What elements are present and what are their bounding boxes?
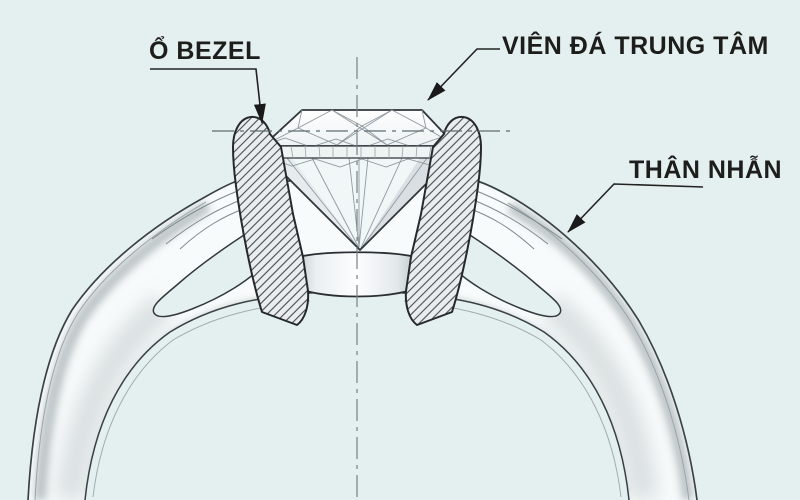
leader-bezel	[150, 68, 266, 124]
leader-center-stone	[427, 48, 500, 101]
leader-shank	[567, 183, 704, 233]
band-outer-contour-line	[507, 202, 690, 500]
shoulder-contour-lines	[151, 189, 563, 250]
pavilion-facet-lines	[267, 157, 453, 251]
bezel-wall-right	[404, 115, 482, 326]
bezel-label: Ổ BEZEL	[149, 37, 261, 65]
annotations	[150, 48, 704, 233]
ring-band	[27, 180, 698, 500]
band-outer-contour-line	[34, 201, 207, 500]
centerlines	[212, 57, 516, 500]
bezel-setting	[232, 115, 482, 326]
pavilion-outline	[267, 157, 453, 251]
bezel-wall-left	[232, 115, 310, 326]
center-stone-label: VIÊN ĐÁ TRUNG TÂM	[502, 32, 769, 60]
shank-label: THÂN NHẪN	[629, 156, 783, 184]
